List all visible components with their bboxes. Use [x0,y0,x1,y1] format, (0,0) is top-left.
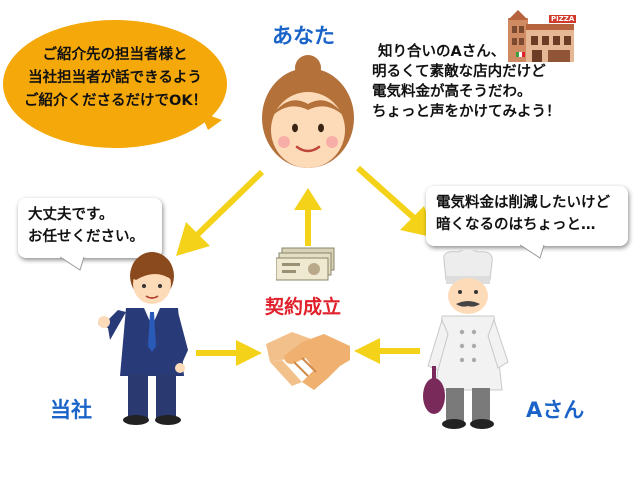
company-speech-line: お任せください。 [28,229,144,245]
pizza-sign: PIZZA [549,15,577,23]
a-speech-line: 電気料金は削減したいけど [436,195,610,211]
you-speech: 知り合いのAさん、 明るくて素敵な店内だけど 電気料金が高そうだわ。 ちょっと声… [372,42,561,122]
request-text: ご紹介先の担当者様と 当社担当者が話できるよう ご紹介くださるだけでOK！ [24,44,208,113]
arrow-a-to-handshake [354,338,420,364]
arrow-company-to-handshake [196,340,262,366]
you-speech-line: 知り合いのAさん、 [378,44,506,60]
request-line: ご紹介くださるだけでOK！ [24,93,208,109]
arrow-up-to-you [294,188,322,246]
a-speech-line: 暗くなるのはちょっと… [436,217,596,233]
company-speech-bubble: 大丈夫です。 お任せください。 [18,198,162,258]
contract-label: 契約成立 [265,296,342,318]
money-icon [276,247,335,281]
company-speech-line: 大丈夫です。 [28,207,114,223]
you-label: あなた [272,24,335,48]
you-speech-line: 電気料金が高そうだわ。 [372,84,532,100]
building-icon [508,10,574,62]
you-speech-line: 明るくて素敵な店内だけど [372,64,546,80]
woman-face-icon [262,55,354,168]
you-speech-line: ちょっと声をかけてみよう！ [372,104,561,120]
company-label: 当社 [50,398,92,422]
handshake-icon [266,332,350,390]
businessman-icon [98,252,188,425]
arrow-you-to-company [176,169,265,256]
chef-icon [423,250,509,429]
a-label: Aさん [526,398,585,422]
request-line: ご紹介先の担当者様と [42,47,188,63]
a-speech-bubble: 電気料金は削減したいけど 暗くなるのはちょっと… [426,186,628,246]
request-line: 当社担当者が話できるよう [28,70,202,86]
